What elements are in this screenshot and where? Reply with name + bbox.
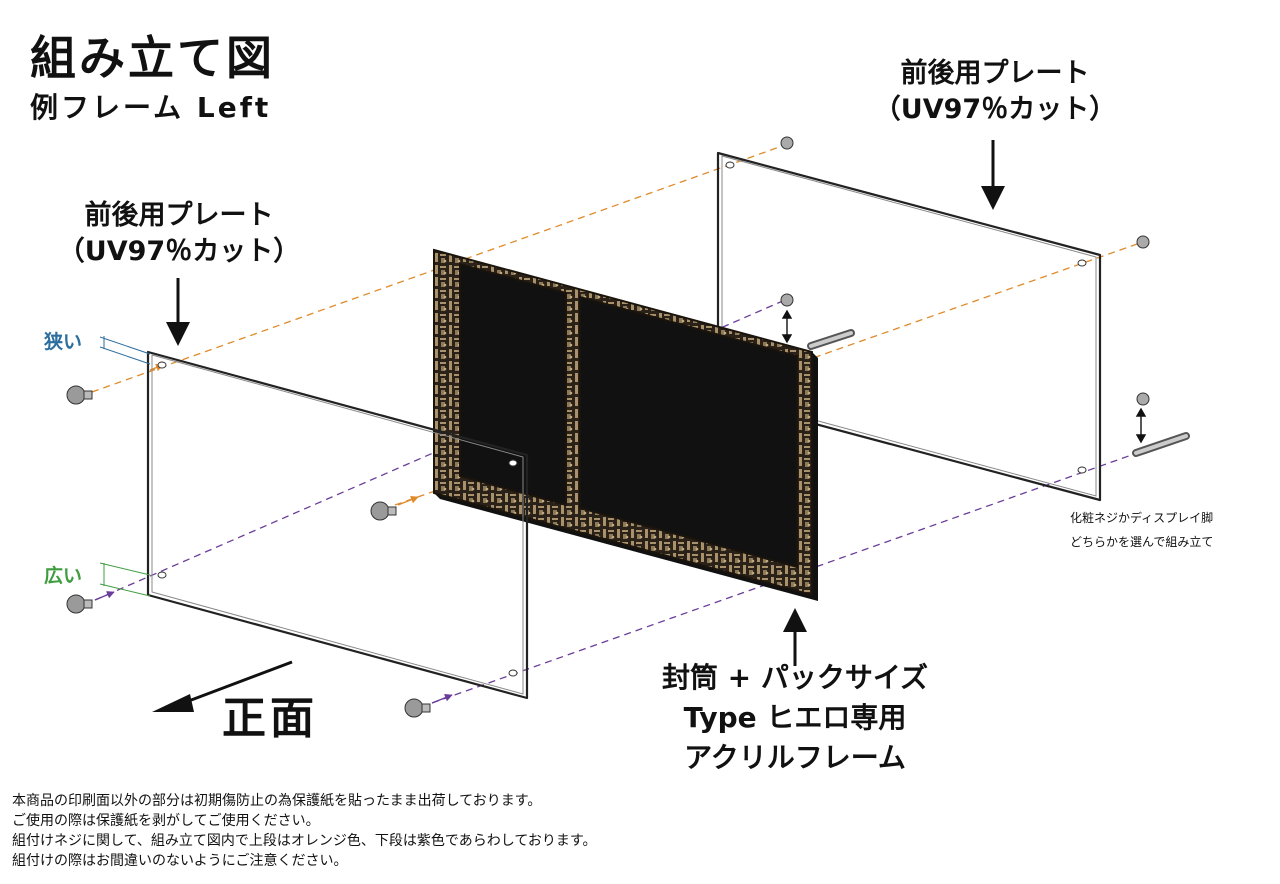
footer-note: 本商品の印刷面以外の部分は初期傷防止の為保護紙を貼ったまま出荷しております。	[12, 793, 542, 809]
plate-label-line: （UV97％カット）	[873, 93, 1117, 125]
back-plate	[716, 151, 1102, 502]
screw-icon	[370, 501, 397, 521]
plate-label-line: （UV97％カット）	[57, 235, 301, 267]
front-plate	[146, 350, 529, 700]
screw-icon	[404, 698, 431, 718]
front-arrow-icon	[152, 660, 293, 712]
footer-note: ご使用の際は保護紙を剥がしてご使用ください。	[12, 813, 320, 830]
option-note-line: 化粧ネジかディスプレイ脚	[1070, 511, 1214, 525]
page-title: 組み立て図	[30, 31, 275, 85]
frame-label: 封筒 + パックサイズ Type ヒエロ専用 アクリルフレーム	[640, 658, 950, 777]
double-arrow-icon	[781, 309, 793, 344]
plate-label-line: 前後用プレート	[900, 58, 1090, 89]
arrow-up-icon	[783, 608, 807, 666]
screw-icon	[780, 293, 794, 307]
footer-notes: 本商品の印刷面以外の部分は初期傷防止の為保護紙を貼ったまま出荷しております。 ご…	[12, 791, 597, 872]
arrow-down-icon	[166, 278, 190, 346]
screw-icon	[66, 385, 93, 405]
stand-leg-icon	[1132, 432, 1190, 457]
screw-icon	[1136, 235, 1150, 249]
footer-note: 組付けネジに関して、組み立て図内で上段はオレンジ色、下段は紫色であらわしておりま…	[12, 833, 597, 850]
wide-gap-marker	[99, 562, 151, 597]
screw-icon	[780, 136, 794, 150]
screw-icon	[66, 594, 93, 614]
option-note: 化粧ネジかディスプレイ脚 どちらかを選んで組み立て	[1070, 506, 1213, 554]
stand-leg-icon	[807, 329, 855, 350]
frame-label-line: アクリルフレーム	[684, 740, 906, 774]
narrow-gap-label: 狭い	[44, 331, 83, 353]
back-plate-label: 前後用プレート （UV97％カット）	[860, 56, 1130, 127]
double-arrow-icon	[1135, 407, 1147, 444]
hieroglyph-frame	[433, 248, 818, 601]
frame-label-line: Type ヒエロ専用	[683, 700, 907, 734]
frame-label-line: 封筒 + パックサイズ	[661, 661, 929, 694]
front-label: 正面	[222, 693, 318, 744]
wide-gap-label: 広い	[44, 565, 83, 587]
front-plate-label: 前後用プレート （UV97％カット）	[44, 198, 314, 269]
footer-note: 組付けの際はお間違いのないようにご注意ください。	[12, 853, 348, 870]
narrow-gap-marker	[99, 336, 151, 365]
option-note-line: どちらかを選んで組み立て	[1070, 535, 1214, 549]
page-subtitle: 例フレーム Left	[30, 91, 272, 124]
arrow-down-icon	[981, 140, 1005, 210]
plate-label-line: 前後用プレート	[84, 200, 274, 231]
screw-icon	[1136, 392, 1150, 406]
